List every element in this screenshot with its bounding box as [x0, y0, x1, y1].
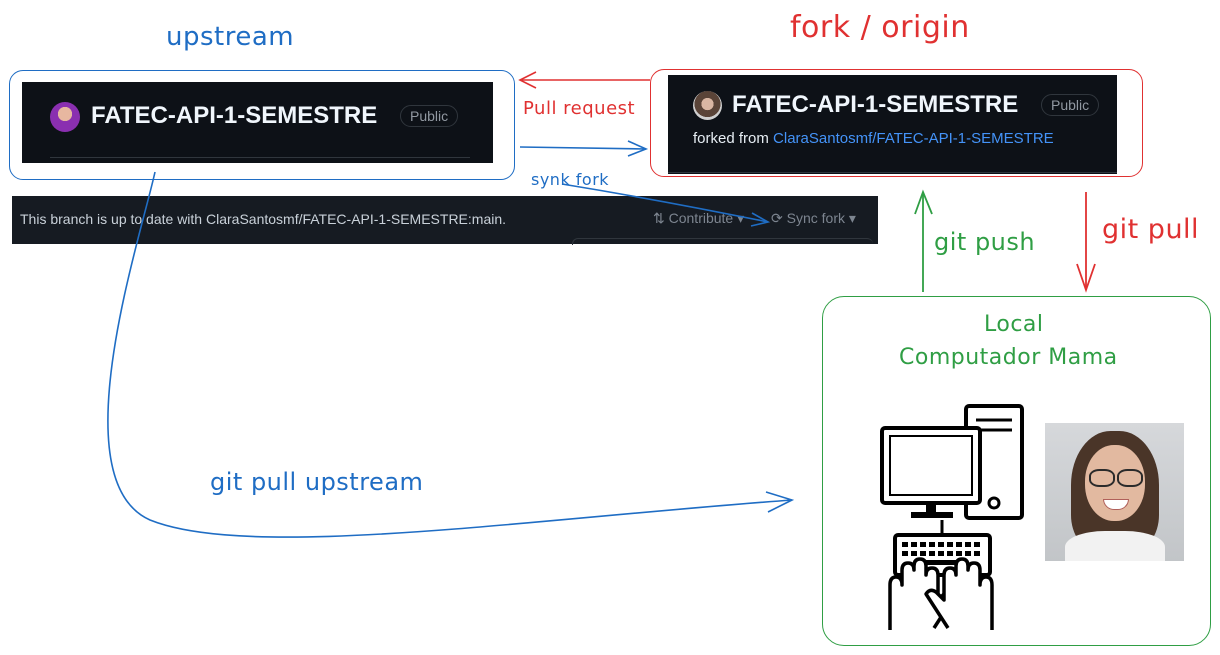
fork-origin-label: fork / origin: [790, 10, 970, 45]
chevron-down-icon: ▾: [737, 210, 745, 226]
forked-from-link[interactable]: ClaraSantosmf/FATEC-API-1-SEMESTRE: [773, 130, 1054, 147]
sync-fork-arrow: [561, 183, 771, 227]
upstream-repo-card[interactable]: FATEC-API-1-SEMESTRE Public: [22, 82, 493, 163]
dropdown-hint: [572, 238, 873, 245]
chevron-down-icon: ▾: [848, 210, 856, 226]
branch-status-bar: This branch is up to date with ClaraSant…: [12, 196, 878, 245]
synk-fork-label: synk fork: [531, 170, 610, 189]
git-pull-upstream-arrow: [107, 171, 795, 538]
git-pull-label: git pull: [1102, 214, 1200, 245]
fork-repo-card[interactable]: FATEC-API-1-SEMESTRE Public forked from …: [668, 75, 1117, 174]
user-photo: [1045, 423, 1184, 561]
sync-icon: ⟳: [771, 210, 783, 226]
pull-request-label: Pull request: [523, 98, 636, 119]
local-frame: [822, 296, 1211, 646]
fork-arrow: [519, 140, 649, 157]
forked-from-text: forked from: [693, 130, 769, 147]
upstream-visibility-badge: Public: [400, 105, 459, 127]
sync-fork-button[interactable]: ⟳ Sync fork ▾: [771, 210, 856, 226]
avatar-upstream: [50, 102, 80, 132]
upstream-label: upstream: [166, 22, 295, 52]
fork-visibility-badge: Public: [1041, 94, 1100, 116]
divider: [668, 172, 1117, 173]
upstream-frame: [9, 70, 515, 180]
git-pull-upstream-label: git pull upstream: [210, 468, 424, 496]
pull-request-arrow: [518, 71, 650, 89]
git-push-label: git push: [934, 228, 1036, 256]
avatar-fork: [693, 91, 722, 120]
divider: [50, 157, 470, 158]
git-push-arrow: [914, 189, 933, 292]
git-pull-request-icon: ⇅: [653, 210, 665, 226]
fork-repo-name[interactable]: FATEC-API-1-SEMESTRE: [732, 91, 1019, 118]
git-pull-arrow: [1076, 192, 1096, 293]
contribute-button[interactable]: ⇅ Contribute ▾: [653, 210, 745, 226]
computer-name-label: Computador Mama: [899, 345, 1118, 370]
local-label: Local: [984, 312, 1044, 337]
fork-frame: [650, 69, 1143, 177]
upstream-repo-name[interactable]: FATEC-API-1-SEMESTRE: [91, 102, 378, 129]
